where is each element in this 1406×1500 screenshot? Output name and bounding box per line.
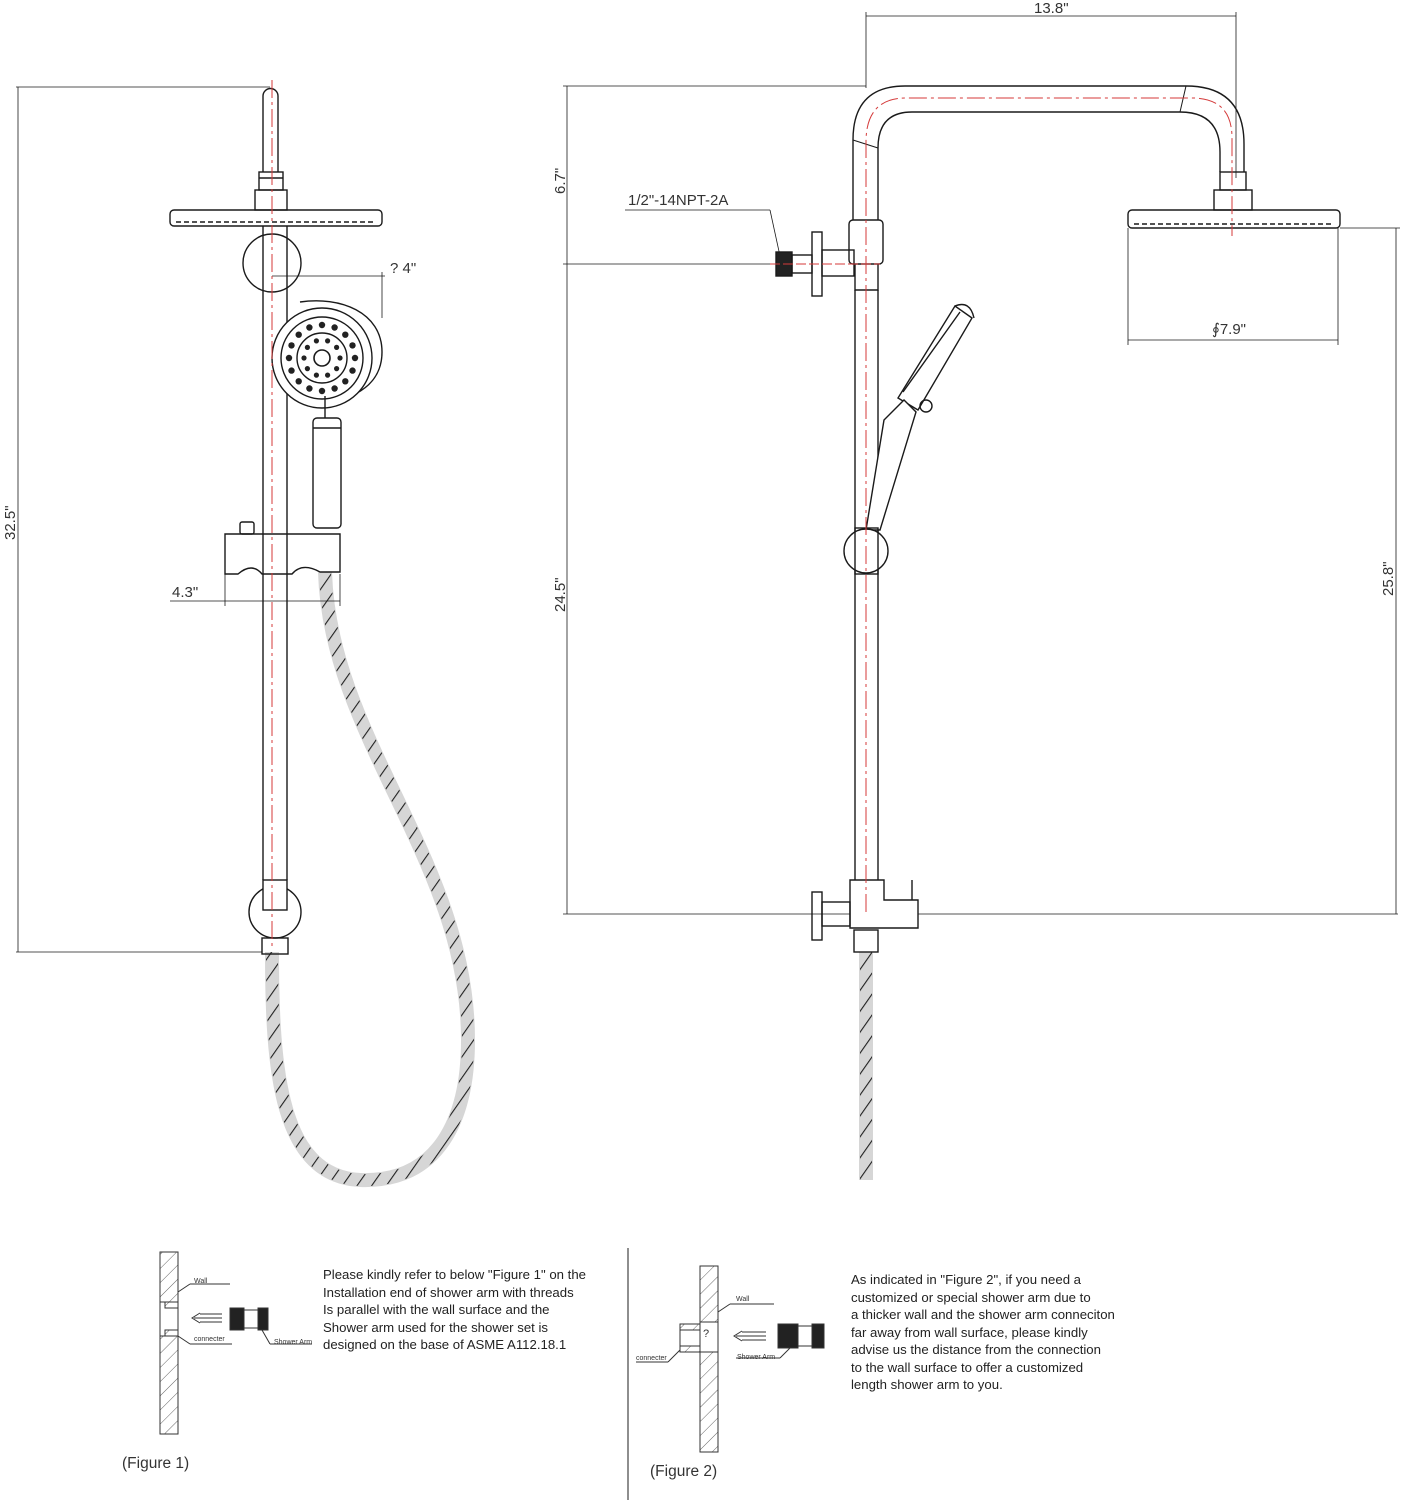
top-riser-stub <box>262 87 279 172</box>
top-nut <box>258 171 284 191</box>
top-fitting <box>254 189 288 211</box>
nozzle <box>301 355 307 361</box>
holder-width-label: 4.3" <box>172 584 199 601</box>
figure1-connector-label: connecter <box>194 1336 225 1343</box>
handshower-offset-label: ? 4" <box>390 260 417 277</box>
figure2-shower-arm <box>777 1323 799 1349</box>
wall-flange-bottom <box>811 891 823 941</box>
holder-width-dimension <box>170 574 341 606</box>
nozzle <box>304 366 310 372</box>
nozzle <box>318 321 326 329</box>
side-dimensions <box>563 12 1400 915</box>
nozzle <box>331 385 338 392</box>
hand-shower-head-front <box>271 300 383 409</box>
nozzle <box>306 385 313 392</box>
shower-head-fitting <box>1213 189 1253 211</box>
nozzle <box>306 324 313 331</box>
figure2-diagram <box>636 1265 825 1453</box>
nozzle <box>342 378 349 385</box>
overall-height-label: 32.5" <box>2 505 19 540</box>
figure2-wall-label: Wall <box>736 1296 750 1303</box>
nozzle <box>288 367 295 374</box>
connector-thread-label: 1/2"-14NPT-2A <box>628 192 729 209</box>
figure1-diagram <box>159 1251 312 1435</box>
figure1-wall <box>159 1251 179 1435</box>
valve-body <box>849 879 919 929</box>
figure1-shower-arm <box>229 1307 245 1331</box>
figure1-arm-label: Shower Arm <box>274 1339 313 1346</box>
shower-head-nut <box>1219 171 1247 191</box>
figure2-arrow <box>733 1330 766 1342</box>
head-diameter-label: ∮7.9" <box>1212 321 1246 338</box>
nozzle <box>313 372 319 378</box>
nozzle <box>304 344 310 350</box>
nozzle <box>295 378 302 385</box>
nozzle <box>334 366 340 372</box>
nozzle <box>285 354 293 362</box>
nozzle <box>295 331 302 338</box>
spray-nozzles <box>285 321 359 395</box>
connector-to-valve-label: 24.5" <box>552 577 569 612</box>
figure2-caption: (Figure 2) <box>650 1463 718 1480</box>
figure1-arrow <box>191 1312 222 1324</box>
hand-shower-side <box>865 303 975 531</box>
figure2-wall <box>699 1265 719 1453</box>
bottom-nut <box>261 937 289 955</box>
rain-head-side <box>1127 209 1341 229</box>
riser-inner <box>877 111 1221 220</box>
front-view <box>16 80 476 1188</box>
head-to-valve-label: 25.8" <box>1380 561 1397 596</box>
top-to-connector-label: 6.7" <box>552 167 569 194</box>
figure1-note: Please kindly refer to below "Figure 1" … <box>323 1267 586 1352</box>
nozzle <box>342 331 349 338</box>
figure2-connector-label: connecter <box>636 1355 667 1362</box>
figure1-wall-label: Wall <box>194 1278 208 1285</box>
figure1-caption: (Figure 1) <box>122 1455 190 1472</box>
slider-holder <box>224 533 341 575</box>
rain-head-front <box>169 209 383 227</box>
figure2-arm-label: Shower Arm <box>737 1354 776 1361</box>
nozzle <box>318 387 326 395</box>
nozzle <box>349 367 356 374</box>
nozzle <box>288 342 295 349</box>
nozzle <box>325 372 331 378</box>
nozzle <box>331 324 338 331</box>
side-centerline <box>865 97 1233 912</box>
arm-reach-label: 13.8" <box>1034 0 1069 17</box>
nozzle <box>313 338 319 344</box>
nozzle <box>334 344 340 350</box>
nozzle <box>325 338 331 344</box>
nozzle <box>351 354 359 362</box>
overall-height-dimension <box>16 86 270 953</box>
figure2-gap-label: ? <box>703 1328 710 1340</box>
nozzle <box>337 355 343 361</box>
handshower-offset-dimension <box>272 272 385 318</box>
valve-outlet-nut <box>853 929 879 953</box>
side-view <box>563 12 1400 1180</box>
hose-front <box>266 571 475 1187</box>
figure2-note: As indicated in "Figure 2", if you need … <box>851 1272 1115 1392</box>
riser-outer <box>852 85 1245 220</box>
hand-shower-handle <box>312 417 342 529</box>
nozzle <box>349 342 356 349</box>
